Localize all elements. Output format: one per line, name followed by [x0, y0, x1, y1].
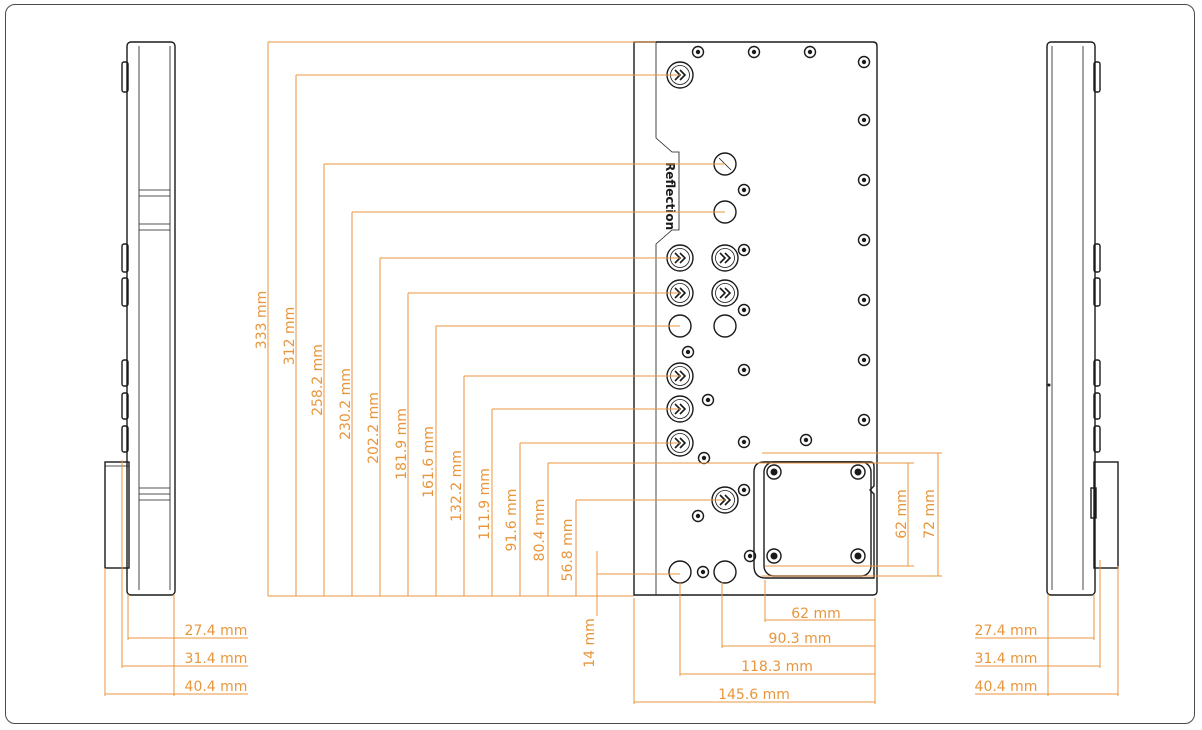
- left-side-dim-lines: [104, 460, 248, 696]
- pad-dim-labels: 62 mm 72 mm: [894, 489, 938, 539]
- dim-label-h-62: 62 mm: [791, 606, 841, 622]
- front-view: Reflection: [633, 41, 878, 596]
- dim-label-56: 56.8 mm: [560, 519, 576, 582]
- dim-label-91: 91.6 mm: [504, 489, 520, 552]
- screw-hole-icon: [737, 363, 751, 377]
- pad-screw-icon: [766, 464, 782, 480]
- screw-hole-icon: [737, 303, 751, 317]
- large-port-holes: [668, 152, 737, 584]
- dim-label-230: 230.2 mm: [338, 368, 354, 440]
- dim-label-left-31: 31.4 mm: [185, 651, 248, 667]
- port-hole-icon: [668, 560, 692, 584]
- screw-hole-icon: [857, 233, 871, 247]
- screw-hole-icon: [737, 483, 751, 497]
- screw-hole-icon: [857, 55, 871, 69]
- screw-hole-icon: [857, 353, 871, 367]
- right-side-dim-labels: 27.4 mm 31.4 mm 40.4 mm: [975, 623, 1038, 695]
- vertical-dim-labels: 333 mm 312 mm 258.2 mm 230.2 mm 202.2 mm…: [254, 291, 598, 668]
- horizontal-dim-lines: [633, 580, 876, 704]
- drawing-frame: [5, 4, 1195, 724]
- logo-text: Reflection: [663, 162, 677, 230]
- dim-label-161: 161.6 mm: [421, 426, 437, 498]
- horizontal-dim-labels: 62 mm 90.3 mm 118.3 mm 145.6 mm: [718, 606, 841, 703]
- screw-hole-icon: [747, 45, 761, 59]
- right-side-dim-lines: [975, 560, 1119, 696]
- screw-hole-icon: [691, 45, 705, 59]
- dim-label-312: 312 mm: [282, 307, 298, 365]
- screw-hole-icon: [697, 451, 711, 465]
- dim-label-right-27: 27.4 mm: [975, 623, 1038, 639]
- dim-label-14: 14 mm: [582, 618, 598, 668]
- dim-label-181: 181.9 mm: [394, 408, 410, 480]
- screw-hole-icon: [803, 45, 817, 59]
- left-side-dim-labels: 27.4 mm 31.4 mm 40.4 mm: [185, 623, 248, 695]
- screw-hole-icon: [737, 243, 751, 257]
- dim-label-258: 258.2 mm: [310, 344, 326, 416]
- screw-hole-icon: [799, 433, 813, 447]
- dim-label-right-40: 40.4 mm: [975, 679, 1038, 695]
- dim-label-pad-72: 72 mm: [922, 489, 938, 539]
- screw-hole-icon: [857, 173, 871, 187]
- dim-label-left-40: 40.4 mm: [185, 679, 248, 695]
- screw-hole-icon: [737, 435, 751, 449]
- pad-dims: [762, 452, 942, 577]
- pad-screw-icon: [850, 548, 866, 564]
- pad-screw-icon: [850, 464, 866, 480]
- dim-label-h-90: 90.3 mm: [769, 631, 832, 647]
- screw-hole-icon: [696, 565, 710, 579]
- ek-fitting-icon: [711, 279, 739, 307]
- dim-label-right-31: 31.4 mm: [975, 651, 1038, 667]
- screw-hole-icon: [691, 509, 705, 523]
- screw-hole-icon: [857, 293, 871, 307]
- screw-hole-icon: [681, 345, 695, 359]
- ek-port-fittings: [666, 61, 739, 514]
- mounting-holes: [681, 45, 871, 564]
- pad-screw-icon: [766, 548, 782, 564]
- port-hole-icon: [713, 314, 737, 338]
- dimension-lines: [267, 41, 765, 597]
- ek-fitting-icon: [711, 244, 739, 272]
- dim-label-h-145: 145.6 mm: [718, 687, 790, 703]
- screw-hole-icon: [743, 549, 757, 563]
- screw-hole-icon: [857, 413, 871, 427]
- dim-label-pad-62: 62 mm: [894, 489, 910, 539]
- port-hole-icon: [713, 560, 737, 584]
- bottom-14-dim: [596, 551, 680, 616]
- right-side-view: [1046, 41, 1119, 596]
- dim-label-h-118: 118.3 mm: [741, 659, 813, 675]
- dim-label-111: 111.9 mm: [477, 468, 493, 540]
- screw-hole-icon: [701, 393, 715, 407]
- dim-label-132: 132.2 mm: [449, 450, 465, 522]
- dim-label-80: 80.4 mm: [532, 499, 548, 562]
- screw-hole-icon: [737, 183, 751, 197]
- screw-hole-icon: [857, 113, 871, 127]
- dim-label-333: 333 mm: [254, 291, 270, 349]
- left-side-view: [104, 41, 176, 596]
- dim-label-left-27: 27.4 mm: [185, 623, 248, 639]
- dim-label-202: 202.2 mm: [366, 392, 382, 464]
